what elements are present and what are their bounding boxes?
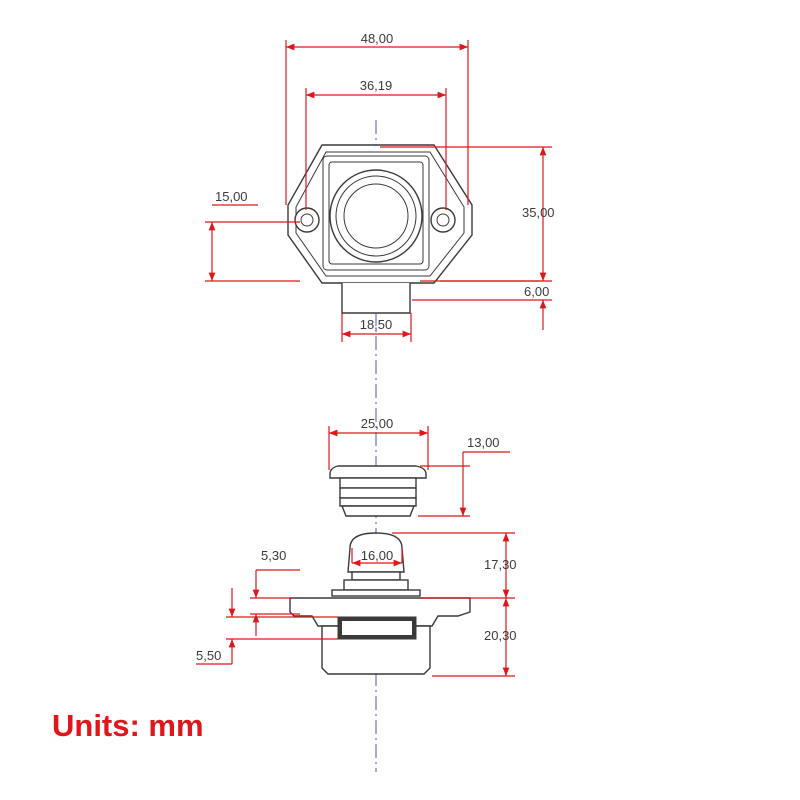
dim-bezel-height: 13,00 <box>418 435 510 517</box>
dim-neck-width-label: 18,50 <box>360 317 393 332</box>
dim-flange-thickness: 5,30 <box>250 548 300 636</box>
dim-neck-width: 18,50 <box>341 313 412 342</box>
dim-button-height: 17,30 <box>392 532 517 599</box>
dim-bezel-width-label: 25,00 <box>361 416 394 431</box>
top-view-body <box>322 155 430 271</box>
dim-hole-height-label: 15,00 <box>215 189 248 204</box>
dim-overall-width-label: 48,00 <box>361 31 394 46</box>
right-mounting-hole <box>430 207 456 233</box>
dim-flange-thickness-label: 5,30 <box>261 548 286 563</box>
dim-bezel-height-label: 13,00 <box>467 435 500 450</box>
dim-overall-width: 48,00 <box>285 31 469 205</box>
dim-slot-height: 5,50 <box>196 588 338 665</box>
dim-body-height-label: 35,00 <box>522 205 555 220</box>
dim-hole-spacing-label: 36,19 <box>360 78 393 93</box>
dim-bezel-width: 25,00 <box>328 416 429 470</box>
top-view-neck <box>341 283 411 314</box>
mounting-flange <box>289 597 471 627</box>
dim-hole-spacing: 36,19 <box>305 78 447 210</box>
bezel-cap <box>329 465 427 479</box>
dim-hole-height: 15,00 <box>205 189 300 282</box>
units-label: Units: mm <box>52 708 204 743</box>
dim-button-diameter-label: 16,00 <box>361 548 394 563</box>
top-view-button <box>329 169 423 263</box>
dim-neck-height-label: 6,00 <box>524 284 549 299</box>
dim-neck-height: 6,00 <box>412 280 552 330</box>
top-view-latch <box>287 144 473 314</box>
dim-button-height-label: 17,30 <box>484 557 517 572</box>
dim-body-height-side: 20,30 <box>432 598 517 677</box>
dim-slot-height-label: 5,50 <box>196 648 221 663</box>
bezel-side-view <box>329 465 427 517</box>
dim-button-diameter: 16,00 <box>351 548 403 567</box>
latch-side-view <box>289 532 471 675</box>
dim-body-height-side-label: 20,30 <box>484 628 517 643</box>
left-mounting-hole <box>294 207 320 233</box>
